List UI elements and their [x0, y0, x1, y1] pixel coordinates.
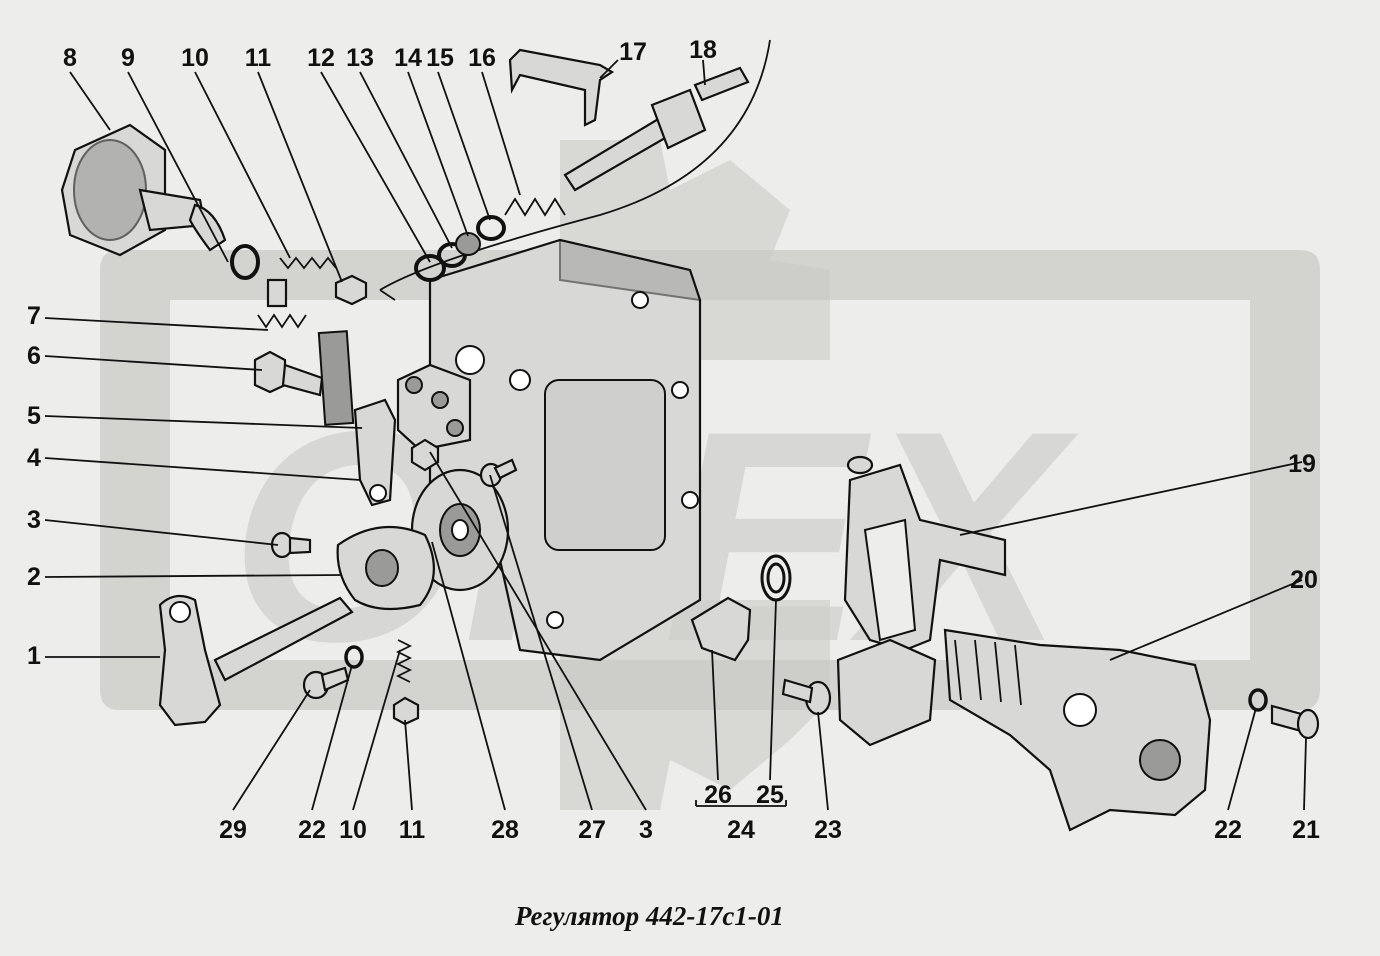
leader-lines	[44, 59, 1307, 811]
lever-assembly-part-19	[843, 455, 1007, 652]
callout-5: 5	[27, 402, 41, 430]
callout-21: 21	[1292, 816, 1320, 844]
callout-19: 19	[1288, 450, 1316, 478]
callout-15: 15	[426, 44, 454, 72]
cover-part-8	[60, 123, 227, 257]
callout-2: 2	[27, 563, 41, 591]
callout-27: 27	[578, 816, 606, 844]
callout-26: 26	[704, 781, 732, 809]
callout-22: 22	[298, 816, 326, 844]
callout-22: 22	[1214, 816, 1242, 844]
lever-shaft-part-1	[158, 594, 354, 727]
callout-7: 7	[27, 302, 41, 330]
callout-18: 18	[689, 36, 717, 64]
callout-20: 20	[1290, 566, 1318, 594]
shaft-part-18	[563, 66, 750, 192]
bolt-part-6	[253, 350, 324, 397]
callout-6: 6	[27, 342, 41, 370]
callout-25: 25	[756, 781, 784, 809]
callout-9: 9	[121, 44, 135, 72]
callout-3: 3	[27, 506, 41, 534]
callout-28: 28	[491, 816, 519, 844]
callout-11: 11	[245, 44, 272, 72]
callout-17: 17	[619, 38, 647, 66]
callout-10: 10	[181, 44, 209, 72]
governor-body-part-20	[943, 628, 1212, 832]
callout-8: 8	[63, 44, 77, 72]
callout-14: 14	[394, 44, 422, 72]
callout-29: 29	[219, 816, 247, 844]
callout-16: 16	[468, 44, 496, 72]
callout-11: 11	[399, 816, 426, 844]
callout-24: 24	[727, 816, 755, 844]
callout-12: 12	[307, 44, 335, 72]
callout-1: 1	[27, 642, 41, 670]
diagram-caption: Регулятор 442-17с1-01	[514, 901, 784, 931]
callout-4: 4	[27, 444, 41, 472]
callout-13: 13	[346, 44, 374, 72]
callout-10: 10	[339, 816, 367, 844]
callout-3: 3	[639, 816, 653, 844]
callout-23: 23	[814, 816, 842, 844]
